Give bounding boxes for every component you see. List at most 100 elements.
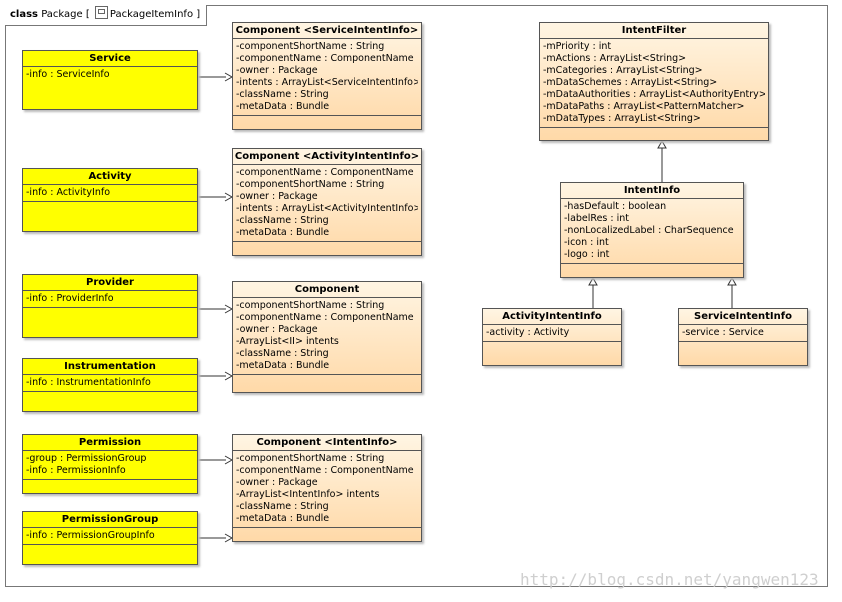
attribute-type: Bundle bbox=[296, 227, 330, 238]
attribute-row: -mPriority : int bbox=[543, 41, 765, 53]
class-name: Component <IntentInfo> bbox=[233, 435, 421, 451]
attribute-row: -nonLocalizedLabel : CharSequence bbox=[564, 225, 740, 237]
attribute-type: ArrayList<ServiceIntentInfo> bbox=[281, 77, 418, 88]
attribute-separator: : bbox=[604, 101, 614, 112]
class-intentfilter[interactable]: IntentFilter -mPriority : int-mActions :… bbox=[539, 22, 769, 141]
attribute-separator: : bbox=[524, 327, 534, 338]
attribute-list: -info : PermissionGroupInfo bbox=[23, 528, 197, 545]
attribute-row: -info : ActivityInfo bbox=[26, 187, 194, 199]
attribute-type: Package bbox=[278, 324, 318, 335]
attribute-name: -mDataAuthorities bbox=[543, 89, 631, 100]
attribute-type: Service bbox=[728, 327, 764, 338]
attribute-row: -componentName : ComponentName bbox=[236, 167, 418, 179]
assoc-activity-arrow bbox=[224, 192, 234, 202]
attribute-name: -hasDefault bbox=[564, 201, 619, 212]
attribute-type: Bundle bbox=[296, 101, 330, 112]
class-component[interactable]: Component -componentShortName : String-c… bbox=[232, 281, 422, 393]
attribute-name: -nonLocalizedLabel bbox=[564, 225, 656, 236]
attribute-name: -mDataTypes bbox=[543, 113, 606, 124]
attribute-row: -intents : ArrayList<ServiceIntentInfo> bbox=[236, 77, 418, 89]
attribute-type: ComponentName bbox=[330, 465, 414, 476]
class-intentinfo[interactable]: IntentInfo -hasDefault : boolean-labelRe… bbox=[560, 182, 744, 278]
class-provider[interactable]: Provider -info : ProviderInfo bbox=[22, 274, 198, 338]
attribute-name: -mActions bbox=[543, 53, 591, 64]
attribute-name: -service bbox=[682, 327, 720, 338]
class-permission[interactable]: Permission -group : PermissionGroup-info… bbox=[22, 434, 198, 494]
attribute-name: -ArrayList<II> intents bbox=[236, 336, 339, 347]
attribute-separator: : bbox=[346, 179, 356, 190]
class-name: Component <ActivityIntentInfo> bbox=[233, 149, 421, 165]
attribute-row: -mDataTypes : ArrayList<String> bbox=[543, 113, 765, 125]
class-instrumentation[interactable]: Instrumentation -info : InstrumentationI… bbox=[22, 358, 198, 412]
attribute-list: -componentShortName : String-componentNa… bbox=[233, 451, 421, 528]
attribute-name: -info bbox=[26, 187, 48, 198]
class-serviceintentinfo[interactable]: ServiceIntentInfo -service : Service bbox=[678, 308, 808, 366]
attribute-separator: : bbox=[605, 113, 615, 124]
class-activityintentinfo[interactable]: ActivityIntentInfo -activity : Activity bbox=[482, 308, 622, 366]
attribute-row: -info : ProviderInfo bbox=[26, 293, 194, 305]
class-component-intentinfo[interactable]: Component <IntentInfo> -componentShortNa… bbox=[232, 434, 422, 542]
attribute-name: -owner bbox=[236, 324, 269, 335]
attribute-type: String bbox=[300, 215, 329, 226]
assoc-instrumentation-arrow bbox=[224, 371, 234, 381]
attribute-list: -group : PermissionGroup-info : Permissi… bbox=[23, 451, 197, 480]
class-activity[interactable]: Activity -info : ActivityInfo bbox=[22, 168, 198, 232]
attribute-separator: : bbox=[286, 101, 297, 112]
attribute-type: Bundle bbox=[296, 360, 330, 371]
attribute-separator: : bbox=[346, 453, 356, 464]
frame-label: class Package [ PackageItemInfo ] bbox=[5, 5, 208, 26]
attribute-list: -info : ServiceInfo bbox=[23, 67, 197, 111]
attribute-row: -componentShortName : String bbox=[236, 41, 418, 53]
attribute-name: -intents bbox=[236, 77, 273, 88]
attribute-type: PermissionGroup bbox=[66, 453, 147, 464]
class-name: ServiceIntentInfo bbox=[679, 309, 807, 325]
attribute-separator: : bbox=[268, 191, 279, 202]
frame-name: PackageItemInfo bbox=[109, 9, 194, 20]
gen-serviceintentinfo-triangle bbox=[727, 276, 737, 286]
attribute-type: int bbox=[596, 237, 609, 248]
attribute-list: -componentShortName : String-componentNa… bbox=[233, 298, 421, 375]
attribute-separator: : bbox=[47, 187, 57, 198]
attribute-name: -componentName bbox=[236, 312, 322, 323]
watermark: http://blog.csdn.net/yangwen123 bbox=[520, 570, 819, 589]
attribute-name: -metaData bbox=[236, 513, 287, 524]
diagram-frame bbox=[5, 5, 828, 587]
class-name: Instrumentation bbox=[23, 359, 197, 375]
class-permissiongroup[interactable]: PermissionGroup -info : PermissionGroupI… bbox=[22, 511, 198, 565]
attribute-type: ArrayList<String> bbox=[630, 77, 718, 88]
attribute-separator: : bbox=[47, 293, 57, 304]
attribute-type: ArrayList<AuthorityEntry> bbox=[639, 89, 765, 100]
frame-keyword: class bbox=[10, 9, 39, 20]
class-component-serviceintentinfo[interactable]: Component <ServiceIntentInfo> -component… bbox=[232, 22, 422, 130]
frame-suffix: ] bbox=[196, 9, 201, 20]
attribute-separator: : bbox=[286, 360, 297, 371]
attribute-row: -metaData : Bundle bbox=[236, 227, 418, 239]
attribute-name: -owner bbox=[236, 65, 269, 76]
attribute-name: -info bbox=[26, 530, 48, 541]
attribute-separator: : bbox=[719, 327, 729, 338]
attribute-name: -metaData bbox=[236, 227, 287, 238]
attribute-separator: : bbox=[321, 465, 331, 476]
attribute-separator: : bbox=[587, 249, 597, 260]
class-component-activityintentinfo[interactable]: Component <ActivityIntentInfo> -componen… bbox=[232, 148, 422, 256]
attribute-type: CharSequence bbox=[664, 225, 734, 236]
attribute-separator: : bbox=[655, 225, 665, 236]
attribute-row: -componentName : ComponentName bbox=[236, 312, 418, 324]
attribute-row: -logo : int bbox=[564, 249, 740, 261]
attribute-name: -className bbox=[236, 348, 292, 359]
class-name: Component bbox=[233, 282, 421, 298]
attribute-name: -info bbox=[26, 293, 48, 304]
attribute-row: -componentName : ComponentName bbox=[236, 465, 418, 477]
attribute-separator: : bbox=[268, 324, 279, 335]
attribute-name: -icon bbox=[564, 237, 588, 248]
attribute-row: -componentShortName : String bbox=[236, 453, 418, 465]
class-service[interactable]: Service -info : ServiceInfo bbox=[22, 50, 198, 110]
attribute-separator: : bbox=[47, 530, 57, 541]
attribute-row: -intents : ArrayList<ActivityIntentInfo> bbox=[236, 203, 418, 215]
attribute-name: -mDataSchemes bbox=[543, 77, 622, 88]
attribute-separator: : bbox=[57, 453, 67, 464]
attribute-name: -componentShortName bbox=[236, 300, 347, 311]
attribute-name: -owner bbox=[236, 191, 269, 202]
assoc-service-arrow bbox=[224, 72, 234, 82]
attribute-row: -mActions : ArrayList<String> bbox=[543, 53, 765, 65]
